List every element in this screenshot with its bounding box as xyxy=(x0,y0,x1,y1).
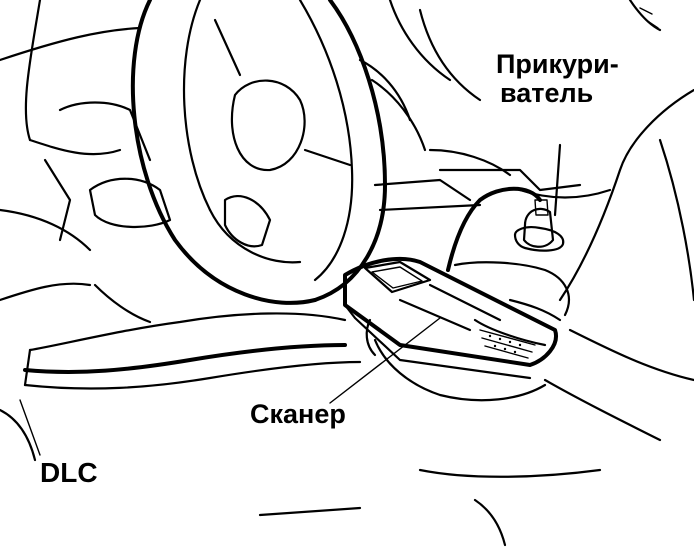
scanner-device xyxy=(343,256,558,380)
cigarette-lighter-plug xyxy=(513,143,565,252)
dash-lower-panel xyxy=(0,282,362,462)
power-cable xyxy=(446,186,542,272)
dashboard-outline xyxy=(0,0,662,252)
dlc-label: DLC xyxy=(40,457,98,488)
cigarette-lighter-label: Прикури- ватель xyxy=(496,49,619,109)
steering-wheel xyxy=(130,0,387,305)
cigarette-lighter-label-line1: Прикури- xyxy=(496,49,619,79)
leader-lines xyxy=(19,317,441,456)
seat-outline xyxy=(258,88,694,547)
scanner-label: Сканер xyxy=(250,399,346,429)
cigarette-lighter-label-line2: ватель xyxy=(500,78,594,109)
hands xyxy=(365,261,571,402)
